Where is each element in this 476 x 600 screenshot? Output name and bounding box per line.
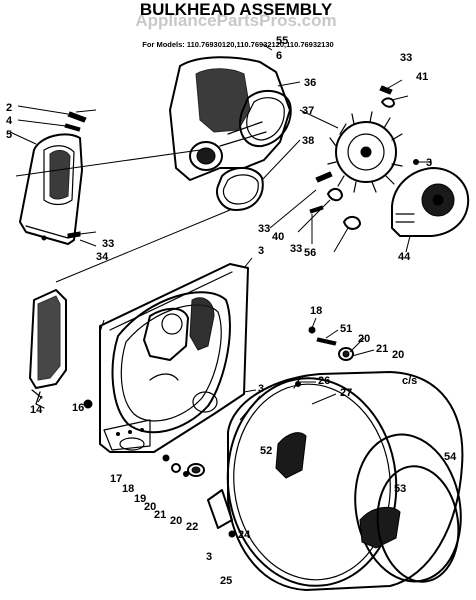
- callout-20: 20: [392, 349, 404, 361]
- callout-4: 4: [6, 115, 13, 127]
- drum: [226, 371, 464, 591]
- clip-41: [381, 97, 395, 108]
- callout-34: 34: [96, 251, 109, 263]
- callout-labels: 55 6 33 41 2 4 5 36 37 38 3 33 34 33 40 …: [6, 35, 457, 587]
- callout-5: 5: [6, 129, 12, 141]
- screw-33-low: [309, 205, 324, 214]
- callout-44: 44: [398, 251, 411, 263]
- screw-33-left: [67, 231, 81, 239]
- callout-56: 56: [304, 247, 316, 259]
- callout-41: 41: [416, 71, 428, 83]
- corner-mark: c/s: [402, 375, 417, 387]
- callout-16: 16: [72, 402, 84, 414]
- watermark-text: AppliancePartsPros.com: [135, 11, 336, 30]
- callout-6: 6: [276, 50, 282, 62]
- callout-54: 54: [444, 451, 457, 463]
- lint-duct-housing: [19, 133, 83, 245]
- callout-38: 38: [302, 135, 314, 147]
- callout-33: 33: [258, 223, 270, 235]
- callout-26: 26: [318, 375, 330, 387]
- screw-33-top: [379, 85, 393, 95]
- models-line: For Models: 110.76930120,110.76932120,11…: [142, 40, 333, 49]
- callout-53: 53: [394, 483, 406, 495]
- callout-20: 20: [144, 501, 156, 513]
- callout-25: 25: [220, 575, 232, 587]
- washer-40: [327, 188, 343, 202]
- callout-55: 55: [276, 35, 288, 47]
- leader-lines: [9, 43, 432, 421]
- screw-33-mid: [315, 171, 333, 183]
- callout-3: 3: [426, 157, 432, 169]
- callout-37: 37: [302, 105, 314, 117]
- blower-housing: [391, 167, 470, 237]
- callout-3: 3: [258, 245, 264, 257]
- callout-27: 27: [340, 387, 352, 399]
- seal-ring-36: [239, 89, 292, 148]
- callout-22: 22: [186, 521, 198, 533]
- callout-17: 17: [110, 473, 122, 485]
- screw-3-upper: [413, 159, 419, 165]
- callout-3: 3: [258, 383, 264, 395]
- callout-52: 52: [260, 445, 272, 457]
- callout-33: 33: [400, 52, 412, 64]
- callout-20: 20: [358, 333, 370, 345]
- page-title: BULKHEAD ASSEMBLY: [140, 0, 333, 19]
- callout-51: 51: [340, 323, 352, 335]
- callout-19: 19: [134, 493, 146, 505]
- callout-20: 20: [170, 515, 182, 527]
- callout-36: 36: [304, 77, 316, 89]
- lint-screen-coil: [29, 289, 67, 409]
- callout-18: 18: [122, 483, 134, 495]
- screw-2-4: [64, 111, 87, 132]
- clip-56: [343, 216, 361, 230]
- blower-wheel: [327, 111, 403, 193]
- drum-seal-54: [376, 465, 460, 583]
- callout-18: 18: [310, 305, 322, 317]
- seal-ring-38: [216, 167, 264, 211]
- callout-14: 14: [30, 404, 43, 416]
- callout-2: 2: [6, 102, 12, 114]
- callout-33: 33: [290, 243, 302, 255]
- callout-33: 33: [102, 238, 114, 250]
- callout-40: 40: [272, 231, 284, 243]
- callout-21: 21: [154, 509, 166, 521]
- callout-21: 21: [376, 343, 388, 355]
- drum-roller-parts: [308, 326, 354, 361]
- callout-24: 24: [238, 529, 251, 541]
- front-bulkhead-panel: [99, 263, 249, 453]
- fastener-16: [83, 399, 93, 409]
- bulkhead-top-duct: [169, 56, 291, 181]
- callout-3: 3: [206, 551, 212, 563]
